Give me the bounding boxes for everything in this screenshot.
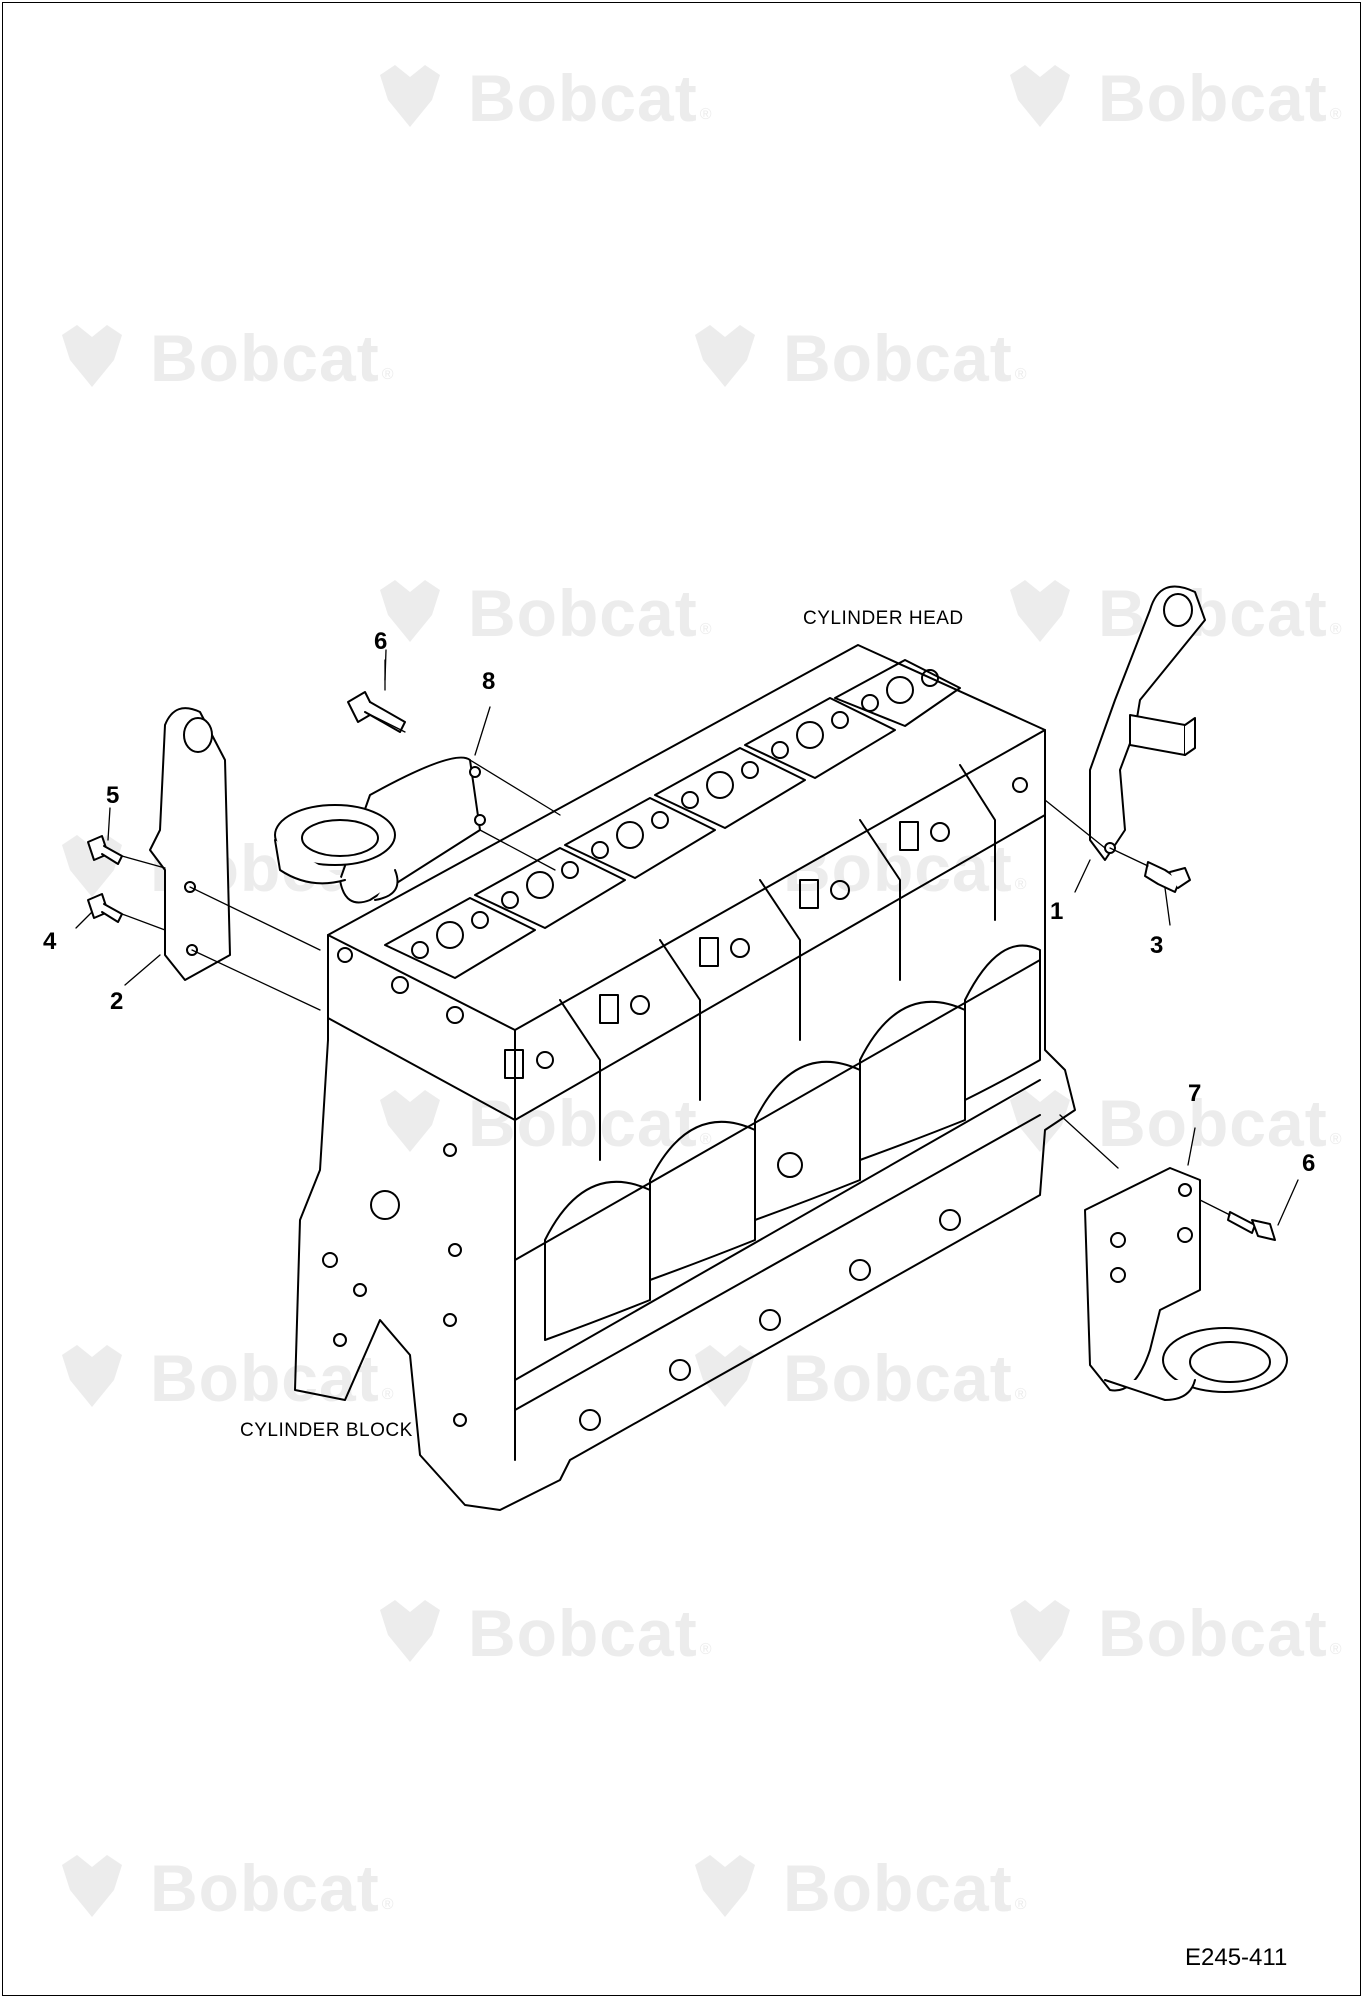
watermark-text: Bobcat® xyxy=(1098,61,1343,135)
callout-2: 2 xyxy=(110,988,124,1015)
bobcat-logo-icon xyxy=(62,325,122,387)
watermark-text: Bobcat® xyxy=(783,1851,1028,1925)
bolt-6-upper xyxy=(347,691,406,733)
watermark-text: Bobcat® xyxy=(783,321,1028,395)
watermark-text: Bobcat® xyxy=(468,1596,713,1670)
bobcat-logo-icon xyxy=(380,1090,440,1152)
watermark-text: Bobcat® xyxy=(783,1341,1028,1415)
drawing-number: E245-411 xyxy=(1185,1944,1288,1971)
cylinder-head-label: CYLINDER HEAD xyxy=(803,608,964,629)
bobcat-logo-icon xyxy=(380,580,440,642)
callout-1: 1 xyxy=(1050,898,1064,925)
callout-6-upper: 6 xyxy=(374,628,388,655)
callout-3: 3 xyxy=(1150,932,1164,959)
bobcat-logo-icon xyxy=(695,1345,755,1407)
cylinder-head xyxy=(327,644,1046,1121)
bolt-4 xyxy=(87,893,123,923)
bolt-3 xyxy=(1144,861,1191,893)
bobcat-logo-icon xyxy=(62,1855,122,1917)
watermark-text: Bobcat® xyxy=(468,576,713,650)
callout-5: 5 xyxy=(106,782,120,809)
bobcat-logo-icon xyxy=(695,1855,755,1917)
watermark-text: Bobcat® xyxy=(150,1851,395,1925)
watermark-text: Bobcat® xyxy=(468,61,713,135)
part-1-plate-bracket xyxy=(1089,585,1206,861)
bobcat-logo-icon xyxy=(1010,1600,1070,1662)
bobcat-logo-icon xyxy=(380,1600,440,1662)
bolt-6-lower xyxy=(1227,1211,1276,1241)
bobcat-logo-icon xyxy=(380,65,440,127)
leader-lines xyxy=(75,649,1299,1226)
cylinder-block-label: CYLINDER BLOCK xyxy=(240,1420,413,1441)
bobcat-logo-icon xyxy=(1010,580,1070,642)
bobcat-logo-icon xyxy=(1010,65,1070,127)
callout-4: 4 xyxy=(43,928,57,955)
bobcat-logo-icon xyxy=(695,325,755,387)
watermark-text: Bobcat® xyxy=(1098,576,1343,650)
watermark-text: Bobcat® xyxy=(468,1086,713,1160)
callout-6-lower: 6 xyxy=(1302,1150,1316,1177)
callout-8: 8 xyxy=(482,668,496,695)
watermark-text: Bobcat® xyxy=(150,321,395,395)
bobcat-logo-icon xyxy=(62,1345,122,1407)
callout-7: 7 xyxy=(1188,1080,1202,1107)
bolt-5 xyxy=(87,835,123,865)
watermark-text: Bobcat® xyxy=(1098,1596,1343,1670)
part-2-plate-bracket xyxy=(149,707,231,981)
cylinder-block xyxy=(294,764,1076,1511)
watermark-text: Bobcat® xyxy=(1098,1086,1343,1160)
part-7-lifting-bracket xyxy=(1084,1167,1288,1401)
bobcat-logo-icon xyxy=(1010,1090,1070,1152)
watermark-text: Bobcat® xyxy=(150,1341,395,1415)
